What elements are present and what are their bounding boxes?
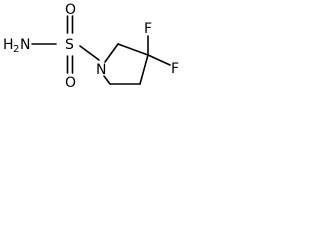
atom-fluorine-right: F <box>171 61 179 77</box>
atom-nh2-n: N <box>20 37 30 53</box>
bond-c2-c3 <box>117 43 149 56</box>
molecule-diagram: H 2 N S O O N F F <box>3 2 179 91</box>
atom-nh2-subscript: 2 <box>13 44 19 55</box>
atom-fluorine-top: F <box>144 21 152 37</box>
atom-oxygen-bottom: O <box>65 75 76 91</box>
bond-c3-f-right <box>147 54 171 66</box>
bond-s-ring-n <box>79 45 100 61</box>
structure-canvas: H 2 N S O O N F F <box>0 0 210 102</box>
bond-ring-n-c2 <box>104 43 119 63</box>
atom-sulfur: S <box>65 37 74 53</box>
bond-c3-c4 <box>139 54 149 85</box>
atom-ring-nitrogen: N <box>96 62 106 78</box>
atom-oxygen-top: O <box>65 2 76 18</box>
atom-nh2-h: H <box>3 37 14 53</box>
atom-labels: H 2 N S O O N F F <box>3 2 179 91</box>
bonds <box>31 15 171 85</box>
bond-c5-ring-n <box>103 75 111 85</box>
